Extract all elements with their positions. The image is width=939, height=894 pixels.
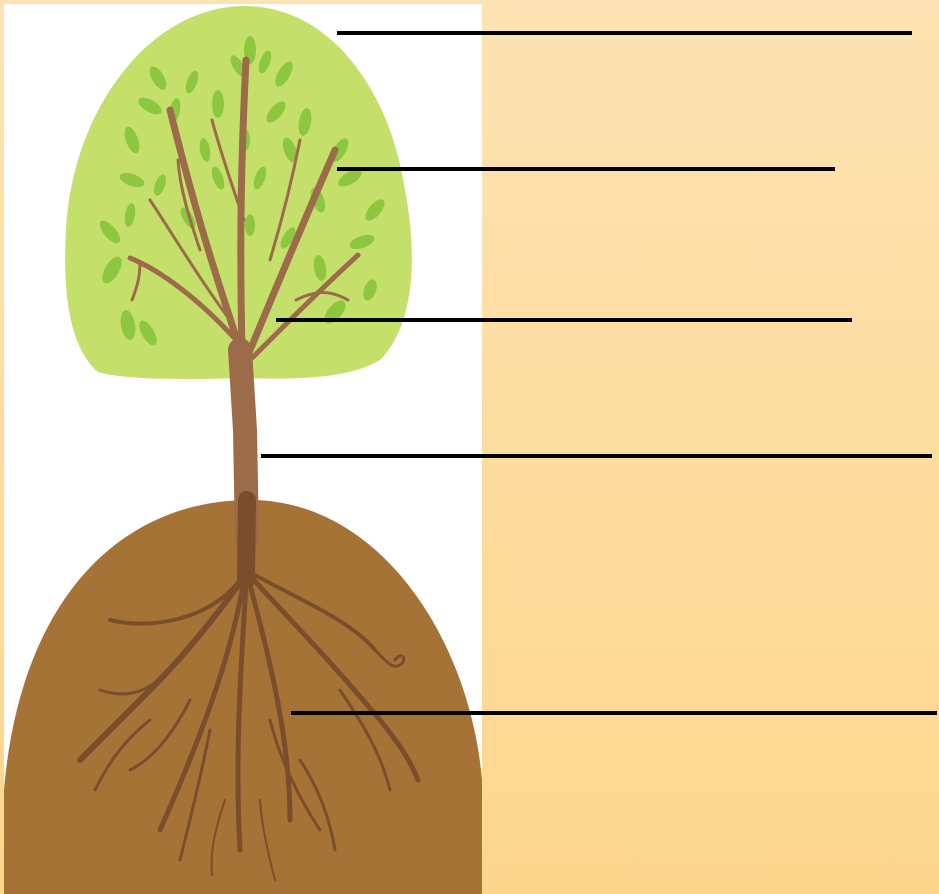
root [246,500,247,580]
leaf [212,90,224,118]
leaf [245,214,255,236]
